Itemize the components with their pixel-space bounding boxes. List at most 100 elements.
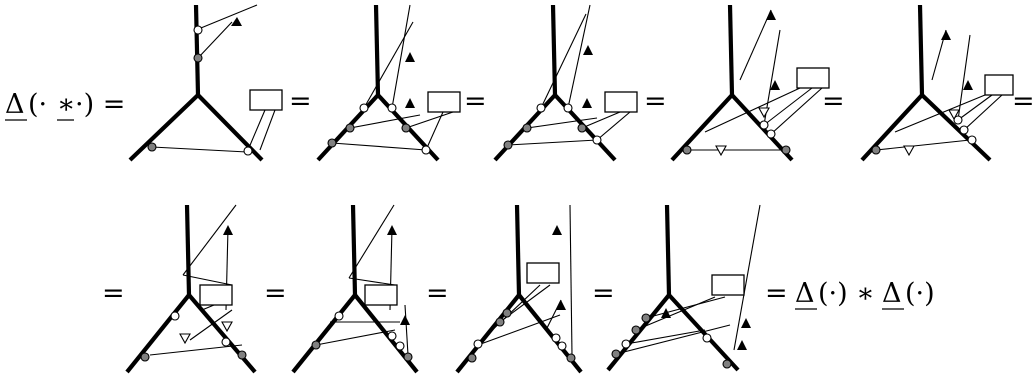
gray-vertex [327,138,337,148]
open-vertex [193,25,203,35]
cross-edge-2 [625,329,706,345]
arrow-triangle [223,225,233,235]
operator-box [364,284,398,306]
gray-vertex [403,352,413,362]
graph-diagram-9 [606,204,761,372]
box-wire-b [405,111,454,129]
box-wire-a [581,111,621,129]
open-vertex [959,125,969,135]
lhs-close: ·) = [75,89,125,120]
open-vertex [359,103,369,113]
bottom-edge [507,139,598,146]
open-triangle [948,109,960,121]
arrow-triangle [583,45,593,55]
box-wire-a [247,109,266,151]
equals-sign-6: = [102,278,125,309]
cross-edge [894,94,986,133]
gray-vertex [682,145,692,155]
gray-vertex [522,123,532,133]
lhs-star: ∗ [57,89,75,120]
open-vertex [170,311,180,321]
open-vertex [387,103,397,113]
open-vertex [334,311,344,321]
operator-box [199,284,233,306]
equals-sign-2: = [464,86,487,117]
open-vertex [557,341,567,351]
arrow-triangle [770,80,780,90]
rhs-expression: = Δ (·) ∗ Δ (·) [765,278,935,310]
arrow-triangle [405,52,415,62]
graph-diagram-6 [125,204,257,374]
box-wire [404,304,409,356]
left-leg [670,93,734,162]
equals-sign-9: = [592,278,615,309]
edge-box [348,277,396,286]
left-leg [291,293,357,374]
gray-vertex [495,317,505,327]
right-leg [667,293,740,372]
cross-edge [615,324,731,355]
right-leg [920,93,992,162]
cross-edge-2 [189,309,233,341]
arrow-triangle [737,340,747,350]
box-wire-b [259,109,276,151]
gray-vertex [722,359,732,369]
rhs-arg-1: (·) ∗ [818,278,875,309]
arrow-triangle [405,98,415,108]
operator-box [796,67,830,89]
graph-diagram-5 [860,4,1014,162]
open-vertex [592,135,602,145]
gray-vertex [611,349,621,359]
stem [727,4,735,96]
arrow-triangle [941,30,951,40]
graph-diagram-2 [316,4,461,162]
equals-sign-8: = [426,278,449,309]
arrow-triangle [556,300,566,310]
open-triangle [221,321,233,333]
operator-box [711,274,745,296]
stem [350,204,358,296]
open-vertex [536,103,546,113]
open-vertex [621,339,631,349]
gray-vertex [401,123,411,133]
equals-sign-4: = [822,86,845,117]
box-wire-b [596,111,631,141]
open-vertex [702,333,712,343]
lhs-open: (· [28,89,47,120]
stem [193,4,201,96]
open-triangle [715,145,727,157]
box-wire-b [963,94,1003,131]
right-leg [187,293,257,374]
edge-up-2 [391,4,411,109]
equals-sign-5: = [1012,86,1034,117]
rhs-arg-2: (·) [905,278,935,309]
arrow-triangle [963,80,973,90]
edge-up [363,21,414,109]
cross-edge [477,314,561,346]
operator-box [984,74,1014,96]
bottom-edge [315,329,396,346]
gray-vertex [577,123,587,133]
open-vertex [563,103,573,113]
bottom-edge [331,142,427,151]
stem [514,204,522,296]
edge-up [348,204,395,279]
arrow-triangle [552,225,562,235]
edge-up [182,204,237,276]
open-vertex [766,129,776,139]
graph-diagram-7 [291,204,419,374]
box-wire-a [635,296,716,331]
equals-sign-3: = [644,86,667,117]
gray-vertex [566,353,576,363]
cross-edge [704,87,801,133]
box-wire-b [770,87,823,135]
edge-right [569,204,573,356]
edge-right [733,204,761,351]
gray-vertex [147,142,157,152]
open-vertex [221,337,231,347]
stem [184,204,192,296]
operator-box [427,91,461,113]
left-leg [860,93,924,162]
cross-edge [349,114,421,129]
open-triangle [903,145,915,157]
